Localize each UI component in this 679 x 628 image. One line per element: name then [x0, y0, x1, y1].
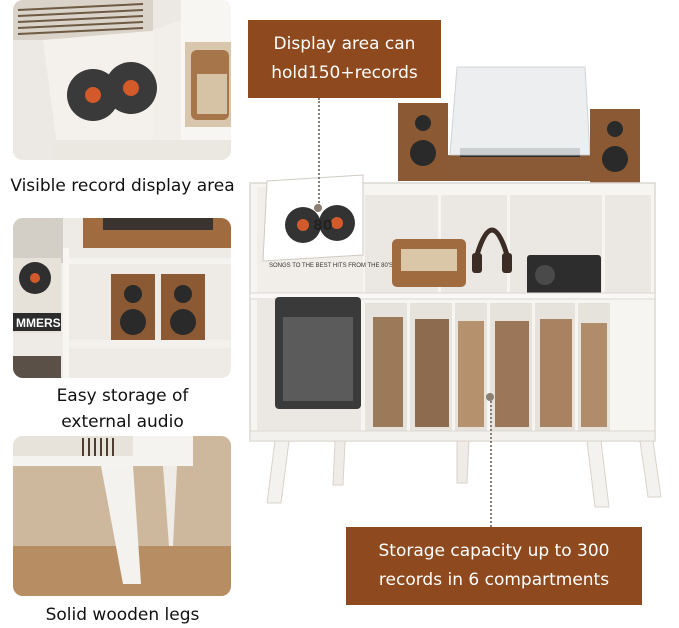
display-callout-line2: hold150+records: [271, 63, 418, 83]
wooden-legs-illustration: [13, 436, 231, 596]
audio-storage-caption-line2: external audio: [61, 412, 184, 432]
audio-storage-illustration: MMERS: [13, 218, 231, 378]
audio-storage-photo: MMERS: [13, 218, 231, 378]
display-area-caption: Visible record display area: [10, 176, 235, 196]
display-callout-dot: [314, 204, 322, 212]
sleeve-fragment-text: MMERS: [16, 316, 61, 330]
display-area-illustration: [13, 0, 231, 160]
turntable-base: [440, 155, 590, 181]
record-sleeve-text: SONGS TO THE BEST HITS FROM THE 80'S: [269, 263, 393, 269]
audio-storage-caption-line1: Easy storage of: [56, 386, 189, 406]
storage-callout-line1: Storage capacity up to 300: [378, 541, 610, 561]
display-area-photo: [13, 0, 231, 160]
record-graphic-text: 80: [313, 218, 333, 234]
storage-capacity-callout: Storage capacity up to 300 records in 6 …: [346, 527, 642, 605]
display-capacity-callout: Display area can hold150+records: [248, 20, 441, 98]
product-illustration: 80 SONGS TO THE BEST HITS FROM THE 80'S: [245, 55, 679, 515]
storage-callout-line2: records in 6 compartments: [378, 570, 610, 590]
wooden-legs-photo: [13, 436, 231, 596]
display-callout-line1: Display area can: [273, 34, 416, 54]
record-stacks: [373, 317, 607, 427]
speaker-left: [398, 103, 448, 181]
wooden-legs-caption: Solid wooden legs: [45, 605, 200, 625]
record-cabinet: 80 SONGS TO THE BEST HITS FROM THE 80'S: [249, 66, 662, 508]
speaker-right: [590, 109, 640, 187]
display-callout-connector: [318, 98, 320, 206]
storage-callout-connector: [490, 398, 492, 527]
storage-callout-dot: [486, 393, 494, 401]
